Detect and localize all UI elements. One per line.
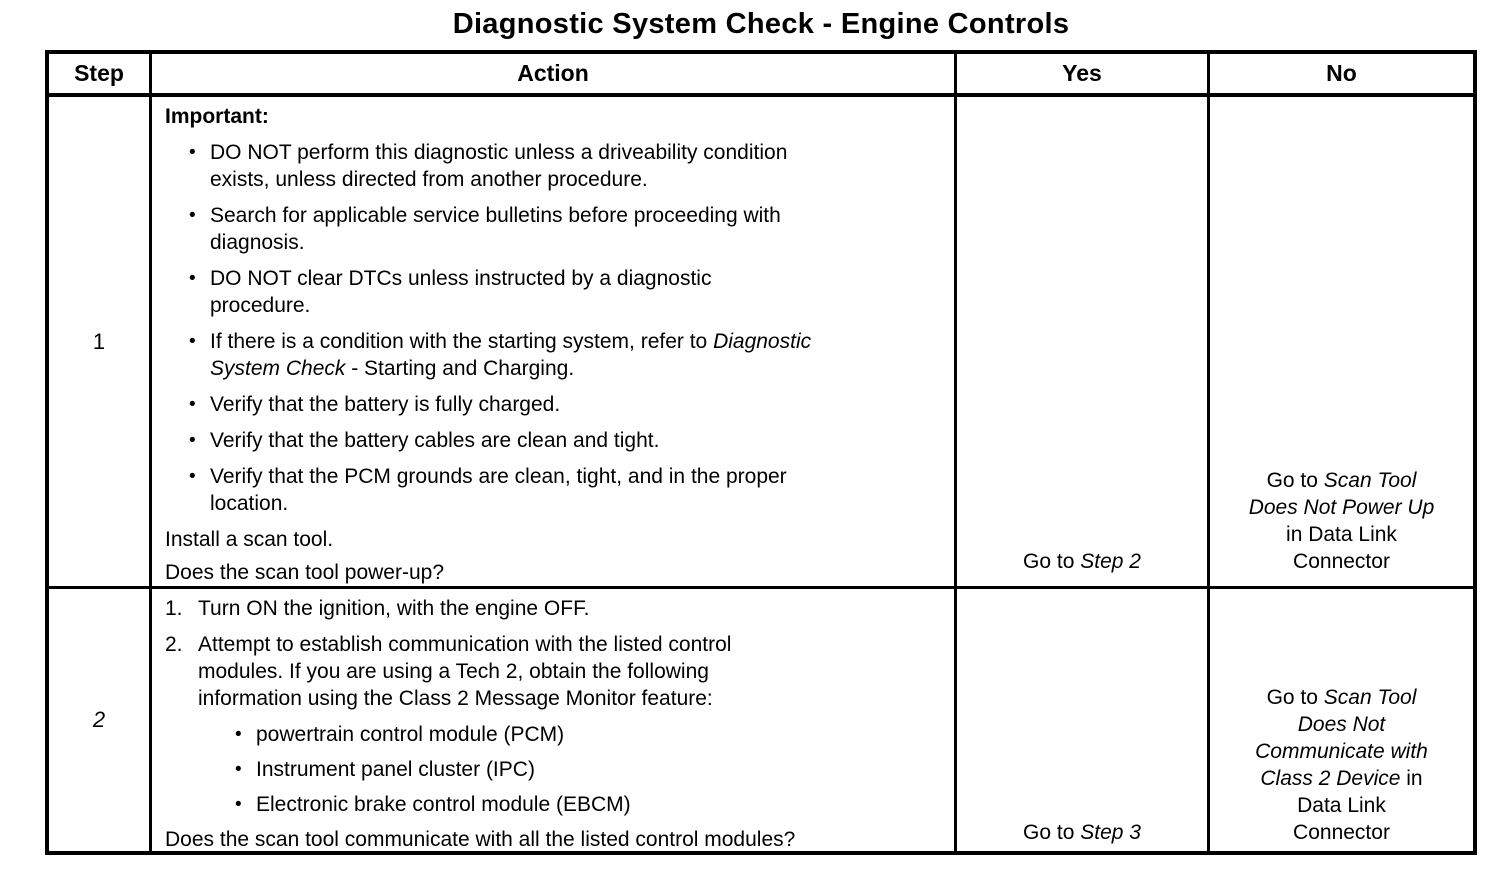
no-cell-step-2: Go to Scan Tool Does Not Communicate wit… bbox=[1210, 589, 1473, 851]
action-cell-step-2: 1. Turn ON the ignition, with the engine… bbox=[152, 589, 957, 851]
bullet-text: Verify that the PCM grounds are clean, t… bbox=[210, 465, 787, 515]
bullet-icon: • bbox=[235, 794, 242, 815]
bullet-icon: • bbox=[189, 466, 196, 487]
bullet-text: DO NOT clear DTCs unless instructed by a… bbox=[210, 267, 712, 317]
table-row-step-1: 1 Important: • DO NOT perform this diagn… bbox=[49, 97, 1473, 589]
bullet-icon: • bbox=[189, 394, 196, 415]
header-action: Action bbox=[152, 54, 957, 93]
list-item: • Search for applicable service bulletin… bbox=[189, 202, 946, 256]
list-item: • Verify that the PCM grounds are clean,… bbox=[189, 463, 946, 517]
list-item: • DO NOT clear DTCs unless instructed by… bbox=[189, 265, 946, 319]
step-number-1: 1 bbox=[49, 97, 152, 586]
bullet-text: Verify that the battery cables are clean… bbox=[210, 429, 660, 452]
item-number: 1. bbox=[165, 597, 183, 620]
bullet-icon: • bbox=[189, 268, 196, 289]
bullet-text: powertrain control module (PCM) bbox=[256, 723, 565, 746]
table-row-step-2: 2 1. Turn ON the ignition, with the engi… bbox=[49, 589, 1473, 851]
no-cell-step-1: Go to Scan Tool Does Not Power Up in Dat… bbox=[1210, 97, 1473, 586]
page-title: Diagnostic System Check - Engine Control… bbox=[452, 8, 1070, 40]
header-step: Step bbox=[49, 54, 152, 93]
bullet-icon: • bbox=[235, 724, 242, 745]
list-item: • Verify that the battery cables are cle… bbox=[189, 427, 946, 454]
numbered-item: 1. Turn ON the ignition, with the engine… bbox=[165, 595, 946, 622]
important-label: Important: bbox=[165, 105, 269, 128]
yes-cell-step-1: Go to Step 2 bbox=[957, 97, 1210, 586]
yes-goto-text: Go to Step 3 bbox=[1023, 821, 1141, 844]
list-item: • DO NOT perform this diagnostic unless … bbox=[189, 139, 946, 193]
question-line: Does the scan tool power-up? bbox=[165, 561, 444, 584]
list-item: • powertrain control module (PCM) bbox=[235, 721, 946, 748]
bullet-text: Instrument panel cluster (IPC) bbox=[256, 758, 535, 781]
bullet-text: Electronic brake control module (EBCM) bbox=[256, 793, 631, 816]
bullet-text: If there is a condition with the startin… bbox=[210, 330, 812, 380]
bullet-icon: • bbox=[189, 142, 196, 163]
list-item: • Electronic brake control module (EBCM) bbox=[235, 791, 946, 818]
table-header-row: Step Action Yes No bbox=[49, 54, 1473, 97]
no-goto-text: Go to Scan Tool Does Not Power Up in Dat… bbox=[1248, 469, 1435, 573]
bullet-icon: • bbox=[189, 430, 196, 451]
no-goto-text: Go to Scan Tool Does Not Communicate wit… bbox=[1255, 686, 1428, 844]
header-yes: Yes bbox=[957, 54, 1210, 93]
bullet-icon: • bbox=[189, 331, 196, 352]
sub-bullet-list: • powertrain control module (PCM) • Inst… bbox=[165, 721, 946, 818]
bullet-text: Search for applicable service bulletins … bbox=[210, 204, 781, 254]
item-number: 2. bbox=[165, 633, 183, 656]
bullet-text: DO NOT perform this diagnostic unless a … bbox=[210, 141, 788, 191]
diagnostic-table: Step Action Yes No 1 Important: • DO NOT… bbox=[45, 50, 1477, 855]
list-item: • If there is a condition with the start… bbox=[189, 328, 946, 382]
yes-cell-step-2: Go to Step 3 bbox=[957, 589, 1210, 851]
yes-goto-text: Go to Step 2 bbox=[1023, 550, 1141, 573]
numbered-text: Turn ON the ignition, with the engine OF… bbox=[198, 597, 590, 620]
action-cell-step-1: Important: • DO NOT perform this diagnos… bbox=[152, 97, 957, 586]
numbered-item: 2. Attempt to establish communication wi… bbox=[165, 631, 946, 712]
step-number-2: 2 bbox=[49, 589, 152, 851]
instruction-line: Install a scan tool. bbox=[165, 528, 334, 551]
bullet-icon: • bbox=[189, 205, 196, 226]
list-item: • Verify that the battery is fully charg… bbox=[189, 391, 946, 418]
header-no: No bbox=[1326, 60, 1357, 86]
list-item: • Instrument panel cluster (IPC) bbox=[235, 756, 946, 783]
numbered-text: Attempt to establish communication with … bbox=[198, 633, 732, 710]
question-line: Does the scan tool communicate with all … bbox=[165, 828, 796, 851]
bullet-text: Verify that the battery is fully charged… bbox=[210, 393, 561, 416]
bullet-icon: • bbox=[235, 759, 242, 780]
